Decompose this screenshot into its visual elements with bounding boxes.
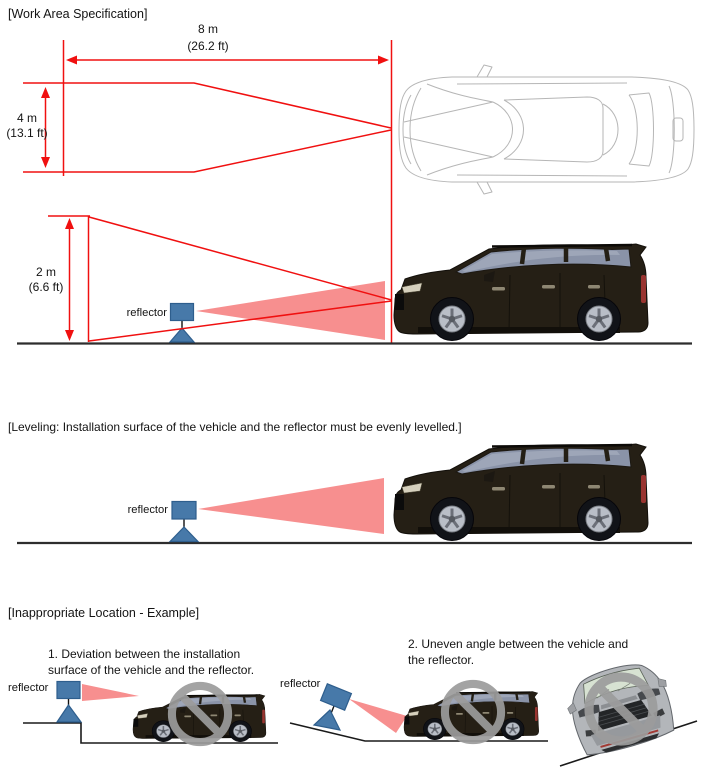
- step-ground-line-example1: [23, 722, 278, 744]
- inappropriate-title: [Inappropriate Location - Example]: [8, 606, 199, 620]
- length-dimension-arrow: [66, 55, 389, 65]
- radar-beam-side-view: [196, 281, 385, 340]
- reflector-label-example1: reflector: [8, 682, 49, 694]
- slope-ground-line-example2: [289, 722, 548, 742]
- suv-leveling: [394, 444, 648, 541]
- example1-caption-line2: surface of the vehicle and the reflector…: [48, 663, 254, 677]
- width-dimension-meters: 4 m: [17, 111, 37, 125]
- radar-beam-example1: [82, 684, 139, 701]
- reflector-leveling: [168, 500, 200, 543]
- radar-beam-leveling: [198, 478, 384, 534]
- suv-side-view: [394, 244, 648, 341]
- reflector-label-leveling: reflector: [128, 504, 169, 516]
- example1-caption-line1: 1. Deviation between the installation: [48, 647, 240, 661]
- reflector-side-view: [168, 302, 196, 343]
- reflector-example1: [55, 680, 83, 723]
- width-dimension-feet: (13.1 ft): [6, 126, 47, 140]
- reflector-label-side-view: reflector: [127, 307, 168, 319]
- length-dimension-feet: (26.2 ft): [187, 39, 228, 53]
- length-dimension-meters: 8 m: [198, 22, 218, 36]
- width-dimension-arrow: [41, 87, 50, 168]
- radar-beam-example2: [349, 699, 407, 733]
- sedan-top-view: [398, 64, 695, 195]
- height-construction-lines: [48, 215, 392, 342]
- height-dimension-feet: (6.6 ft): [29, 280, 64, 294]
- work-area-outline: [23, 82, 392, 173]
- example2-caption-line1: 2. Uneven angle between the vehicle and: [408, 637, 628, 651]
- reflector-example2: [312, 683, 353, 731]
- leveling-title: [Leveling: Installation surface of the v…: [8, 420, 462, 434]
- height-dimension-meters: 2 m: [36, 265, 56, 279]
- height-dimension-arrow: [65, 218, 74, 341]
- work-area-title: [Work Area Specification]: [8, 7, 147, 21]
- reflector-label-example2: reflector: [280, 678, 321, 690]
- example2-caption-line2: the reflector.: [408, 653, 474, 667]
